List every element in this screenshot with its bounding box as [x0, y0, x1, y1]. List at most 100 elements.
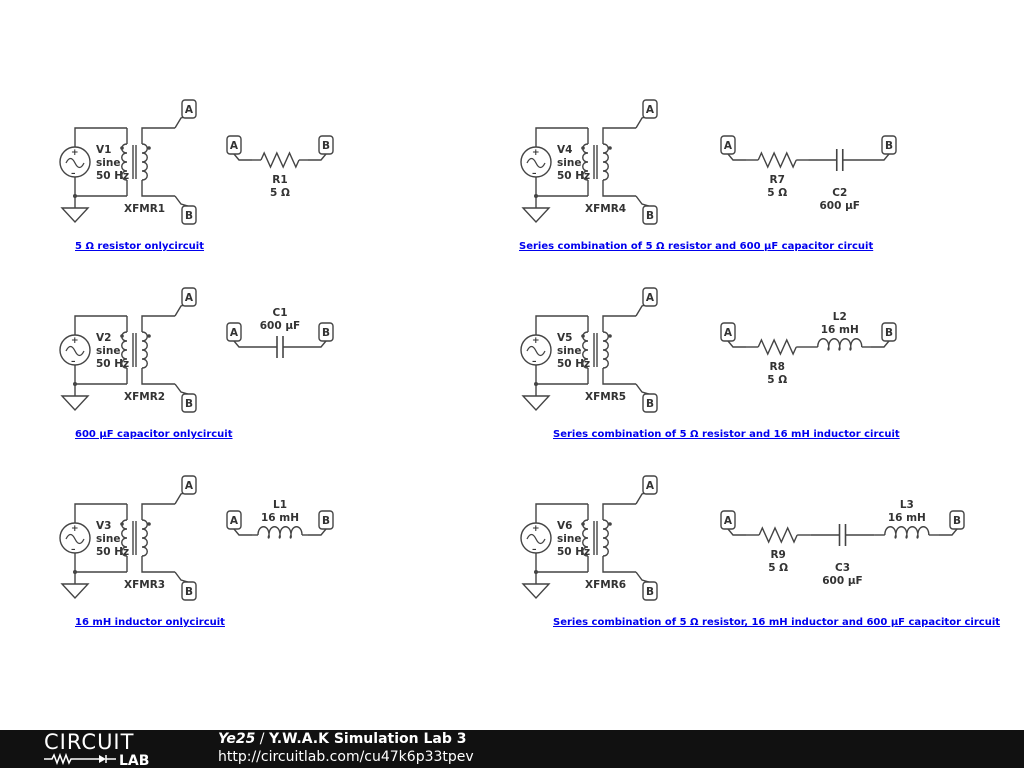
transformer-label: XFMR6 [585, 579, 626, 591]
svg-text:+: + [532, 148, 540, 158]
svg-text:–: – [532, 357, 537, 367]
component-name-label: C1 [272, 307, 287, 319]
component-value-label: 5 Ω [767, 374, 787, 386]
source-name-label: V5 [557, 332, 572, 344]
ground-icon [60, 395, 90, 412]
component-value-label: 600 µF [820, 200, 860, 212]
component-value-label: 600 µF [822, 575, 862, 587]
author-name[interactable]: Ye25 [218, 731, 256, 747]
inductor-symbol [257, 526, 303, 539]
node-flag-b: B [185, 398, 193, 410]
ground-icon [521, 583, 551, 600]
ground-icon [521, 395, 551, 412]
svg-text:–: – [532, 545, 537, 555]
caption-link-5[interactable]: Series combination of 5 Ω resistor and 1… [553, 429, 900, 440]
svg-text:+: + [71, 524, 79, 534]
source-kind-label: sine [557, 345, 581, 357]
project-title: Ye25 / Y.W.A.K Simulation Lab 3 [218, 731, 466, 747]
ground-icon [521, 207, 551, 224]
load-flag-a: A [230, 327, 239, 339]
node-flag-b: B [646, 398, 654, 410]
caption-link-2[interactable]: 600 µF capacitor onlycircuit [75, 429, 233, 440]
inductor-symbol [817, 338, 863, 351]
source-kind-label: sine [557, 157, 581, 169]
node-flag-b: B [185, 210, 193, 222]
source-name-label: V2 [96, 332, 111, 344]
source-freq-label: 50 Hz [557, 170, 590, 182]
caption-link-3[interactable]: 16 mH inductor onlycircuit [75, 617, 225, 628]
load-flag-b: B [322, 327, 330, 339]
caption-link-6[interactable]: Series combination of 5 Ω resistor, 16 m… [553, 617, 1001, 628]
project-name: Y.W.A.K Simulation Lab 3 [268, 731, 467, 747]
project-url[interactable]: http://circuitlab.com/cu47k6p33tpev [218, 749, 474, 765]
resistor-symbol [757, 338, 797, 356]
component-value-label: 5 Ω [768, 562, 788, 574]
load-flag-a: A [230, 515, 239, 527]
node-flag-a: A [646, 292, 655, 304]
component-name-label: C2 [832, 187, 847, 199]
svg-text:–: – [71, 169, 76, 179]
svg-text:+: + [532, 524, 540, 534]
source-kind-label: sine [557, 533, 581, 545]
load-flag-a: A [230, 140, 239, 152]
svg-text:–: – [532, 169, 537, 179]
inductor-symbol [884, 526, 930, 539]
component-name-label: R1 [272, 174, 287, 186]
svg-text:–: – [71, 545, 76, 555]
node-flag-b: B [646, 210, 654, 222]
source-kind-label: sine [96, 345, 120, 357]
svg-text:+: + [71, 336, 79, 346]
footer-bar [0, 730, 1024, 768]
component-name-label: L1 [273, 499, 287, 511]
svg-text:+: + [532, 336, 540, 346]
transformer-label: XFMR1 [124, 203, 165, 215]
source-name-label: V6 [557, 520, 572, 532]
load-flag-a: A [724, 515, 733, 527]
resistor-symbol [758, 526, 798, 544]
component-value-label: 5 Ω [270, 187, 290, 199]
ground-icon [60, 207, 90, 224]
component-value-label: 16 mH [821, 324, 859, 336]
source-kind-label: sine [96, 533, 120, 545]
load-flag-b: B [885, 327, 893, 339]
component-value-label: 600 µF [260, 320, 300, 332]
component-value-label: 5 Ω [767, 187, 787, 199]
load-flag-b: B [322, 515, 330, 527]
component-value-label: 16 mH [261, 512, 299, 524]
node-flag-a: A [646, 104, 655, 116]
caption-link-4[interactable]: Series combination of 5 Ω resistor and 6… [519, 241, 874, 252]
svg-text:+: + [71, 148, 79, 158]
source-freq-label: 50 Hz [96, 546, 129, 558]
source-freq-label: 50 Hz [557, 358, 590, 370]
load-flag-b: B [953, 515, 961, 527]
component-name-label: R8 [770, 361, 785, 373]
node-flag-a: A [185, 480, 194, 492]
source-name-label: V1 [96, 144, 111, 156]
caption-link-1[interactable]: 5 Ω resistor onlycircuit [75, 241, 205, 252]
node-flag-a: A [185, 104, 194, 116]
logo-text-bottom: LAB [119, 753, 149, 766]
circuitlab-logo[interactable]: CIRCUIT LAB [44, 732, 174, 766]
transformer-label: XFMR3 [124, 579, 165, 591]
source-kind-label: sine [96, 157, 120, 169]
node-flag-a: A [646, 480, 655, 492]
resistor-symbol [757, 151, 797, 169]
title-separator: / [255, 731, 269, 747]
component-name-label: R9 [770, 549, 785, 561]
node-flag-a: A [185, 292, 194, 304]
resistor-symbol [260, 151, 300, 169]
ground-icon [60, 583, 90, 600]
component-name-label: R7 [770, 174, 785, 186]
component-value-label: 16 mH [888, 512, 926, 524]
source-name-label: V3 [96, 520, 111, 532]
load-flag-a: A [724, 327, 733, 339]
component-name-label: L3 [900, 499, 914, 511]
transformer-label: XFMR2 [124, 391, 165, 403]
